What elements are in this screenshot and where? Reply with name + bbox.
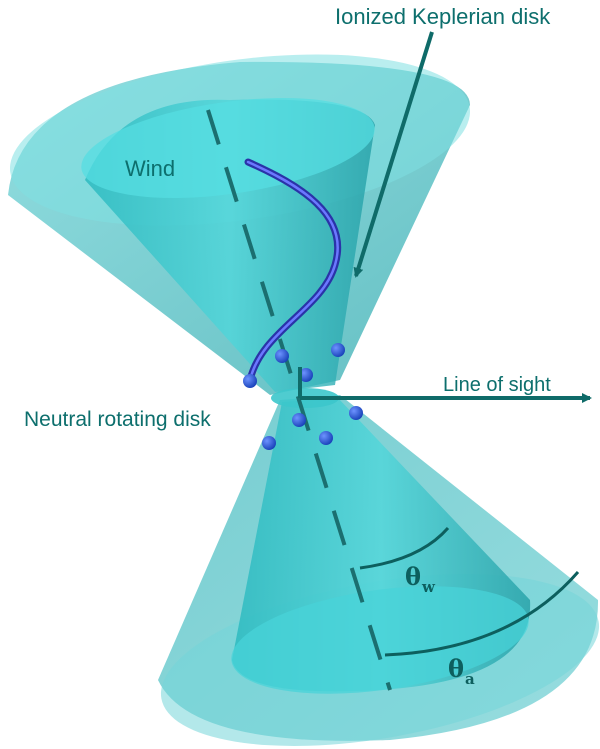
maser-spot bbox=[331, 343, 345, 357]
ionized-disk-pointer-arrow bbox=[353, 31, 434, 278]
theta-a-arc bbox=[384, 571, 580, 657]
maser-spot bbox=[319, 431, 333, 445]
theta-a-label: θ a bbox=[448, 654, 475, 688]
maser-spot bbox=[292, 413, 306, 427]
svg-text:θ: θ bbox=[448, 654, 464, 683]
maser-spot bbox=[243, 374, 257, 388]
maser-spot bbox=[262, 436, 276, 450]
theta-w-arc bbox=[359, 527, 450, 570]
symmetry-axis bbox=[206, 109, 392, 691]
neutral-disk-label: Neutral rotating disk bbox=[24, 408, 211, 431]
ionized-disk-label: Ionized Keplerian disk bbox=[335, 4, 551, 29]
wind-label: Wind bbox=[125, 156, 175, 181]
lower-inner-cone bbox=[231, 398, 531, 694]
maser-spots bbox=[243, 343, 363, 450]
line-of-sight-label: Line of sight bbox=[443, 374, 551, 396]
svg-text:w: w bbox=[421, 578, 436, 596]
upper-inner-cone bbox=[81, 98, 375, 393]
svg-text:a: a bbox=[465, 670, 475, 688]
maser-spot bbox=[349, 406, 363, 420]
maser-spot bbox=[299, 368, 313, 382]
maser-spot bbox=[275, 349, 289, 363]
wind-streamline-highlight bbox=[246, 160, 339, 382]
svg-text:θ: θ bbox=[405, 562, 421, 591]
theta-w-label: θ w bbox=[405, 562, 436, 596]
